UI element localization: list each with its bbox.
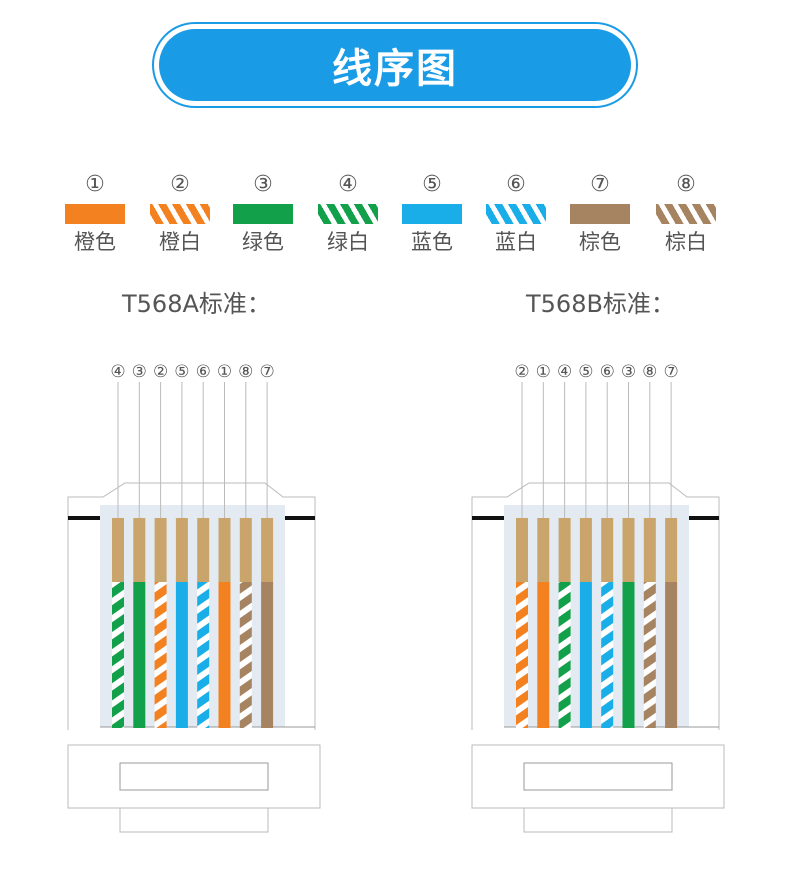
wire-2 — [154, 582, 167, 728]
legend-swatch — [318, 204, 378, 224]
legend-label: 蓝白 — [495, 230, 537, 254]
pin-contact — [579, 518, 592, 582]
legend-label: 蓝色 — [411, 230, 453, 254]
wire-5 — [579, 582, 592, 728]
pin-number: ② — [153, 362, 168, 382]
legend-number: ⑤ — [422, 172, 442, 197]
latch-line — [285, 516, 315, 520]
legend-item: ① 橙色 — [55, 172, 135, 256]
legend-swatch — [570, 204, 630, 224]
legend-label: 绿色 — [242, 230, 284, 254]
pin-number: ⑤ — [174, 362, 189, 382]
wire-1 — [218, 582, 231, 728]
wire-7 — [261, 582, 274, 728]
pin-number: ④ — [110, 362, 125, 382]
wire-7 — [665, 582, 678, 728]
pin-contact — [133, 518, 146, 582]
legend-label: 棕色 — [579, 230, 621, 254]
pin-contact — [112, 518, 124, 582]
wire-2 — [516, 582, 528, 728]
wire-4 — [558, 582, 571, 728]
legend-number: ② — [170, 172, 190, 197]
title-banner: 线序图 — [152, 22, 638, 108]
plug-inner — [100, 505, 285, 727]
pin-number: ③ — [132, 362, 147, 382]
t568a-label: T568A标准： — [122, 290, 271, 318]
pin-contact — [175, 518, 188, 582]
legend-number: ④ — [338, 172, 358, 197]
pin-contact — [261, 518, 274, 582]
wire-8 — [643, 582, 656, 728]
pin-number: ④ — [557, 362, 572, 382]
pin-contact — [622, 518, 635, 582]
wire-8 — [239, 582, 252, 728]
legend-number: ⑧ — [676, 172, 696, 197]
legend-swatch — [150, 204, 210, 224]
pin-contact — [239, 518, 252, 582]
legend-swatch — [402, 204, 462, 224]
pin-contact — [197, 518, 210, 582]
legend-item: ④ 绿白 — [308, 172, 388, 256]
legend-swatch — [65, 204, 125, 224]
legend-number: ⑦ — [590, 172, 610, 197]
legend-item: ③ 绿色 — [223, 172, 303, 256]
title: 线序图 — [159, 29, 631, 101]
legend-item: ⑥ 蓝白 — [476, 172, 556, 256]
legend-label: 橙白 — [159, 230, 201, 254]
pin-contact — [218, 518, 231, 582]
pin-number: ⑧ — [642, 362, 657, 382]
legend-item: ② 橙白 — [140, 172, 220, 256]
pin-number: ⑥ — [196, 362, 211, 382]
legend-label: 棕白 — [665, 230, 707, 254]
legend-item: ⑦ 棕色 — [560, 172, 640, 256]
legend-number: ③ — [253, 172, 273, 197]
boot-window — [119, 762, 269, 791]
pin-contact — [665, 518, 678, 582]
pin-number: ① — [536, 362, 551, 382]
pin-number: ③ — [621, 362, 636, 382]
legend-swatch — [486, 204, 546, 224]
boot-tab — [523, 807, 673, 833]
latch-line — [68, 516, 100, 520]
pin-number: ⑥ — [600, 362, 615, 382]
legend-item: ⑤ 蓝色 — [392, 172, 472, 256]
legend-swatch — [233, 204, 293, 224]
pin-contact — [601, 518, 614, 582]
t568b-label: T568B标准： — [526, 290, 675, 318]
wire-6 — [197, 582, 210, 728]
latch-line — [689, 516, 719, 520]
wire-5 — [175, 582, 188, 728]
legend-number: ① — [85, 172, 105, 197]
legend-item: ⑧ 棕白 — [646, 172, 726, 256]
legend-label: 橙色 — [74, 230, 116, 254]
wire-3 — [133, 582, 146, 728]
legend-label: 绿白 — [327, 230, 369, 254]
latch-line — [472, 516, 504, 520]
legend-swatch — [656, 204, 716, 224]
legend-number: ⑥ — [506, 172, 526, 197]
pin-contact — [537, 518, 550, 582]
pin-number: ⑦ — [259, 362, 274, 382]
pin-number: ⑤ — [578, 362, 593, 382]
wire-6 — [601, 582, 614, 728]
wire-3 — [622, 582, 635, 728]
boot-window — [523, 762, 673, 791]
pin-number: ② — [514, 362, 529, 382]
pin-number: ① — [217, 362, 232, 382]
wire-4 — [112, 582, 124, 728]
pin-contact — [558, 518, 571, 582]
pin-contact — [516, 518, 528, 582]
boot-tab — [119, 807, 269, 833]
pin-number: ⑦ — [663, 362, 678, 382]
plug-inner — [504, 505, 689, 727]
pin-contact — [154, 518, 167, 582]
wire-1 — [537, 582, 550, 728]
pin-number: ⑧ — [238, 362, 253, 382]
pin-contact — [643, 518, 656, 582]
